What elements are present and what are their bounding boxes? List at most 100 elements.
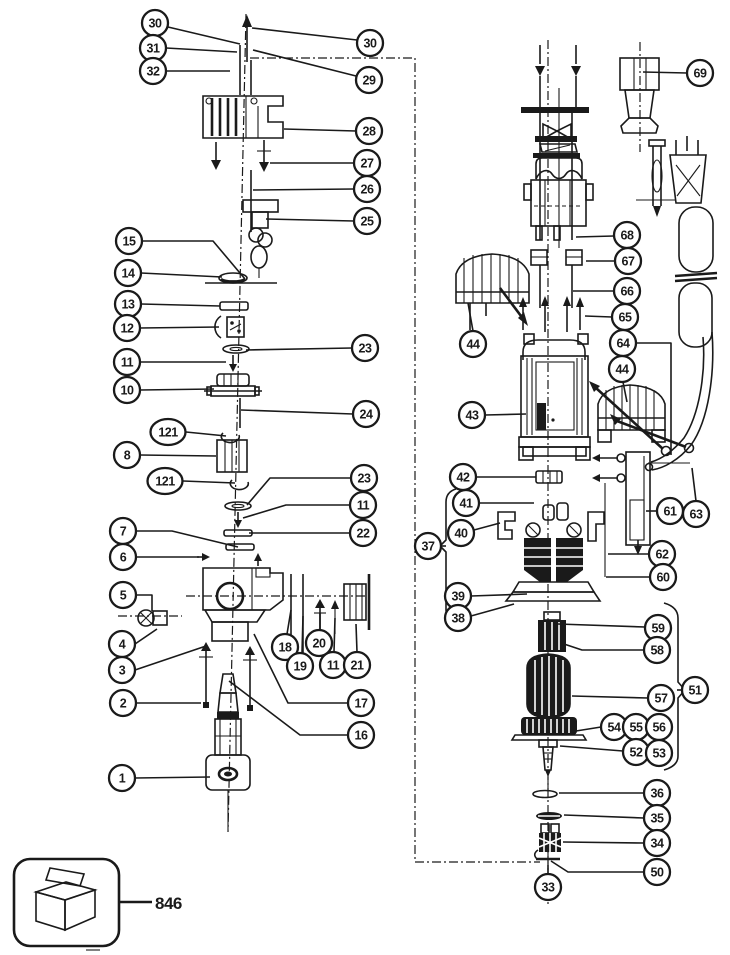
- callout-bubble: [112, 440, 142, 470]
- callout-bubble: [352, 174, 382, 204]
- callout-56: 56: [644, 712, 674, 742]
- callout-65: 65: [584, 302, 640, 332]
- brush-holders-drawing: [497, 511, 605, 542]
- callout-30: 30: [140, 8, 241, 45]
- callout-number: 41: [460, 497, 473, 511]
- switch-61-drawing: [625, 451, 651, 555]
- callout-67: 67: [586, 246, 643, 276]
- callout-bubble: [149, 417, 187, 447]
- callout-leader-line: [140, 272, 223, 278]
- callout-bubble: [681, 499, 711, 529]
- callout-16: 16: [228, 680, 376, 750]
- callout-bubble: [457, 400, 487, 430]
- callout-number: 21: [351, 659, 364, 673]
- callout-number: 18: [279, 641, 292, 655]
- callout-number: 31: [147, 42, 160, 56]
- callout-17: 17: [253, 633, 376, 718]
- cord-protector-69-drawing: [619, 57, 660, 134]
- clamp-screws: [199, 642, 257, 711]
- callout-number: 15: [123, 235, 136, 249]
- callout-bubble: [451, 488, 481, 518]
- callout-19: 19: [285, 615, 315, 681]
- callout-5: 5: [108, 580, 153, 611]
- callout-8: 8: [112, 440, 217, 470]
- callout-13: 13: [113, 289, 221, 319]
- callout-number: 65: [619, 311, 632, 325]
- callout-leader-line: [559, 745, 624, 752]
- callout-number: 11: [327, 659, 340, 673]
- callout-bubble: [108, 580, 138, 610]
- callout-number: 17: [355, 697, 368, 711]
- callout-57: 57: [571, 683, 676, 713]
- callout-50: 50: [550, 857, 672, 887]
- callout-1: 1: [107, 763, 211, 793]
- callout-number: 64: [617, 337, 630, 351]
- callout-bubble: [354, 65, 384, 95]
- callout-69: 69: [642, 58, 715, 88]
- callout-7: 7: [108, 516, 239, 548]
- callout-number: 54: [608, 721, 621, 735]
- callout-number: 44: [467, 338, 480, 352]
- callout-leader-line: [245, 347, 353, 351]
- callout-number: 10: [121, 384, 134, 398]
- callout-41: 41: [451, 488, 534, 518]
- callout-number: 12: [121, 322, 134, 336]
- callout-leader-line: [242, 504, 350, 519]
- callout-bubble: [680, 675, 710, 705]
- callout-bubble: [342, 650, 372, 680]
- callout-bubble: [642, 635, 672, 665]
- callout-leader-line: [470, 603, 515, 617]
- callout-bubble: [113, 258, 143, 288]
- callout-number: 44: [616, 363, 629, 377]
- callout-58: 58: [563, 635, 672, 665]
- callout-bubble: [348, 490, 378, 520]
- clutch-stack-drawing: [521, 45, 594, 248]
- callout-leader-line: [562, 841, 645, 844]
- callout-leader-line: [575, 235, 615, 238]
- callout-leader-line: [622, 381, 628, 403]
- part5-bracket-drawing: [137, 609, 168, 627]
- callout-35: 35: [563, 803, 672, 833]
- callout-4: 4: [107, 628, 158, 659]
- cordset-drawing: [644, 136, 718, 472]
- callout-number: 36: [651, 787, 664, 801]
- housing-screws: [211, 140, 271, 172]
- callout-leader-line: [136, 530, 239, 548]
- callout-38: 38: [443, 603, 515, 633]
- callout-bubble: [348, 518, 378, 548]
- callout-25: 25: [265, 206, 382, 236]
- callout-bubble: [458, 329, 488, 359]
- callout-2: 2: [108, 688, 201, 718]
- callout-number: 38: [452, 612, 465, 626]
- callout-18: 18: [270, 609, 300, 662]
- spindle-top-parts: [239, 15, 252, 95]
- callout-31: 31: [138, 33, 238, 63]
- callout-bubble: [644, 738, 674, 768]
- callout-bubble: [112, 313, 142, 343]
- callout-bubble: [108, 542, 138, 572]
- callout-leader-line: [636, 342, 672, 455]
- callout-leader-line: [185, 431, 227, 437]
- callout-leader-line: [140, 303, 221, 307]
- callout-6: 6: [108, 542, 199, 572]
- callout-number: 51: [689, 684, 702, 698]
- callout-bubble: [112, 375, 142, 405]
- callout-bubble: [648, 562, 678, 592]
- callout-bubble: [533, 872, 563, 902]
- callout-leader-line: [473, 522, 501, 531]
- callout-43: 43: [457, 400, 527, 430]
- callout-bubble: [642, 828, 672, 858]
- callout-number: 30: [364, 37, 377, 51]
- callout-leader-line: [240, 409, 354, 415]
- callout-number: 59: [652, 622, 665, 636]
- callout-number: 25: [361, 215, 374, 229]
- callout-52: 52: [559, 737, 651, 767]
- callout-leader-line: [642, 71, 688, 74]
- callout-36: 36: [559, 778, 672, 808]
- callout-60: 60: [606, 562, 678, 592]
- callout-number: 66: [621, 285, 634, 299]
- callout-64: 64: [608, 328, 672, 455]
- gear-10-drawing: [204, 373, 262, 428]
- callout-leader-line: [333, 617, 336, 653]
- callout-leader-line: [139, 454, 217, 457]
